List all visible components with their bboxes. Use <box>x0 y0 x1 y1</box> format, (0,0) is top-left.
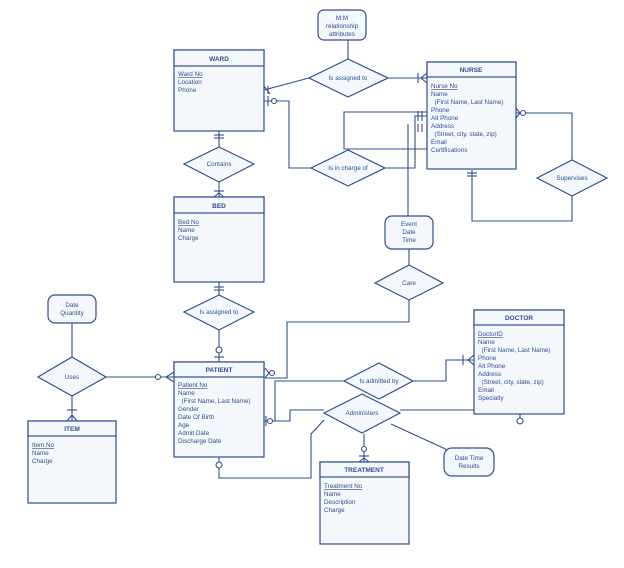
attribute: Age <box>178 422 190 429</box>
relationship-label: Is in charge of <box>328 165 368 172</box>
primary-key: Patient No <box>178 382 208 389</box>
entity-title: NURSE <box>460 67 483 74</box>
entity-title: BED <box>212 203 226 210</box>
attribute: Name <box>178 390 195 397</box>
note-event[interactable]: Event Date Time <box>384 215 434 250</box>
attribute: (Street, city, state, zip) <box>478 379 544 386</box>
relationship-label: Is assigned to <box>329 75 368 82</box>
attribute: Name <box>324 491 341 498</box>
attribute: Phone <box>178 87 197 94</box>
relationship-bed-patient[interactable]: Is assigned to <box>182 294 256 331</box>
entity-title: PATIENT <box>206 367 233 374</box>
attribute: Charge <box>324 507 345 514</box>
attribute: Email <box>431 139 447 146</box>
primary-key: DoctorID <box>478 331 503 338</box>
attribute: (First Name, Last Name) <box>178 398 250 405</box>
relationship-care[interactable]: Care <box>373 264 445 301</box>
note-line: Date <box>65 302 79 309</box>
attribute: Date Of Birth <box>178 414 215 421</box>
relationship-label: Is admitted by <box>359 378 399 385</box>
note-line: Time <box>402 237 416 244</box>
relationship-label: Is assigned to <box>200 309 239 316</box>
relationship-label: Supervises <box>556 175 587 182</box>
entity-title: DOCTOR <box>505 315 533 322</box>
note-date-quantity[interactable]: Date Quantity <box>47 294 97 324</box>
attribute: Certifications <box>431 147 467 154</box>
attribute: (First Name, Last Name) <box>431 99 503 106</box>
attribute: Address <box>478 371 501 378</box>
attribute: Admit Date <box>178 430 210 437</box>
primary-key: Item No <box>32 442 55 449</box>
attribute: Address <box>431 123 454 130</box>
primary-key: Treatment No <box>324 483 363 490</box>
relationship-label: Care <box>402 280 416 287</box>
attribute: Name <box>478 339 495 346</box>
relationship-label: Uses <box>65 374 79 381</box>
attribute: Gender <box>178 406 199 413</box>
relationship-uses[interactable]: Uses <box>36 356 108 397</box>
relationship-label: Administers <box>346 410 379 417</box>
entity-nurse[interactable]: NURSE Nurse No Name (First Name, Last Na… <box>426 61 517 170</box>
attribute: Name <box>32 450 49 457</box>
note-line: attributes <box>329 31 355 38</box>
entity-treatment[interactable]: TREATMENT Treatment No Name Description … <box>319 461 410 545</box>
note-date-time-results[interactable]: Date Time Results <box>443 447 495 477</box>
note-line: Quantity <box>60 310 84 317</box>
entity-doctor[interactable]: DOCTOR DoctorID Name (First Name, Last N… <box>473 309 565 415</box>
attribute: Discharge Date <box>178 438 222 445</box>
attribute: Alt Phone <box>478 363 506 370</box>
attribute: Phone <box>478 355 497 362</box>
note-line: Date <box>402 229 416 236</box>
attribute: Location <box>178 79 202 86</box>
primary-key: Nurse No <box>431 83 458 90</box>
entity-item[interactable]: ITEM Item No Name Charge <box>27 420 117 504</box>
note-line: Event <box>401 221 417 228</box>
entity-ward[interactable]: WARD Ward No Location Phone <box>173 49 265 132</box>
cardinality-marks <box>66 72 527 469</box>
attribute: Description <box>324 499 356 506</box>
note-line: Date Time <box>455 455 484 462</box>
attribute: (Street, city, state, zip) <box>431 131 497 138</box>
note-line: M:M <box>336 15 348 22</box>
relationship-administers[interactable]: Administers <box>322 393 402 434</box>
connector-lines <box>71 40 573 479</box>
attribute: Name <box>178 227 195 234</box>
primary-key: Bed No <box>178 219 200 226</box>
attribute: Charge <box>178 235 199 242</box>
attribute: (First Name, Last Name) <box>478 347 550 354</box>
relationship-in-charge[interactable]: Is in charge of <box>309 149 387 187</box>
relationship-supervises[interactable]: Supervises <box>535 159 609 197</box>
relationship-admitted[interactable]: Is admitted by <box>342 362 415 400</box>
attribute: Email <box>478 387 494 394</box>
attribute: Phone <box>431 107 450 114</box>
attribute: Specialty <box>478 395 504 402</box>
primary-key: Ward No <box>178 71 203 78</box>
entity-title: TREATMENT <box>344 467 384 474</box>
relationship-contains[interactable]: Contains <box>182 146 256 183</box>
relationship-ward-nurse[interactable]: Is assigned to <box>307 58 390 98</box>
attribute: Alt Phone <box>431 115 459 122</box>
entity-title: ITEM <box>64 426 80 433</box>
entity-bed[interactable]: BED Bed No Name Charge <box>173 196 265 283</box>
entity-patient[interactable]: PATIENT Patient No Name (First Name, Las… <box>173 361 265 458</box>
entity-title: WARD <box>209 56 229 63</box>
attribute: Name <box>431 91 448 98</box>
note-line: relationship <box>326 23 359 30</box>
note-mm-attributes[interactable]: M:M relationship attributes <box>317 9 367 41</box>
attribute: Charge <box>32 458 53 465</box>
note-line: Results <box>459 463 480 470</box>
relationship-label: Contains <box>207 161 232 168</box>
